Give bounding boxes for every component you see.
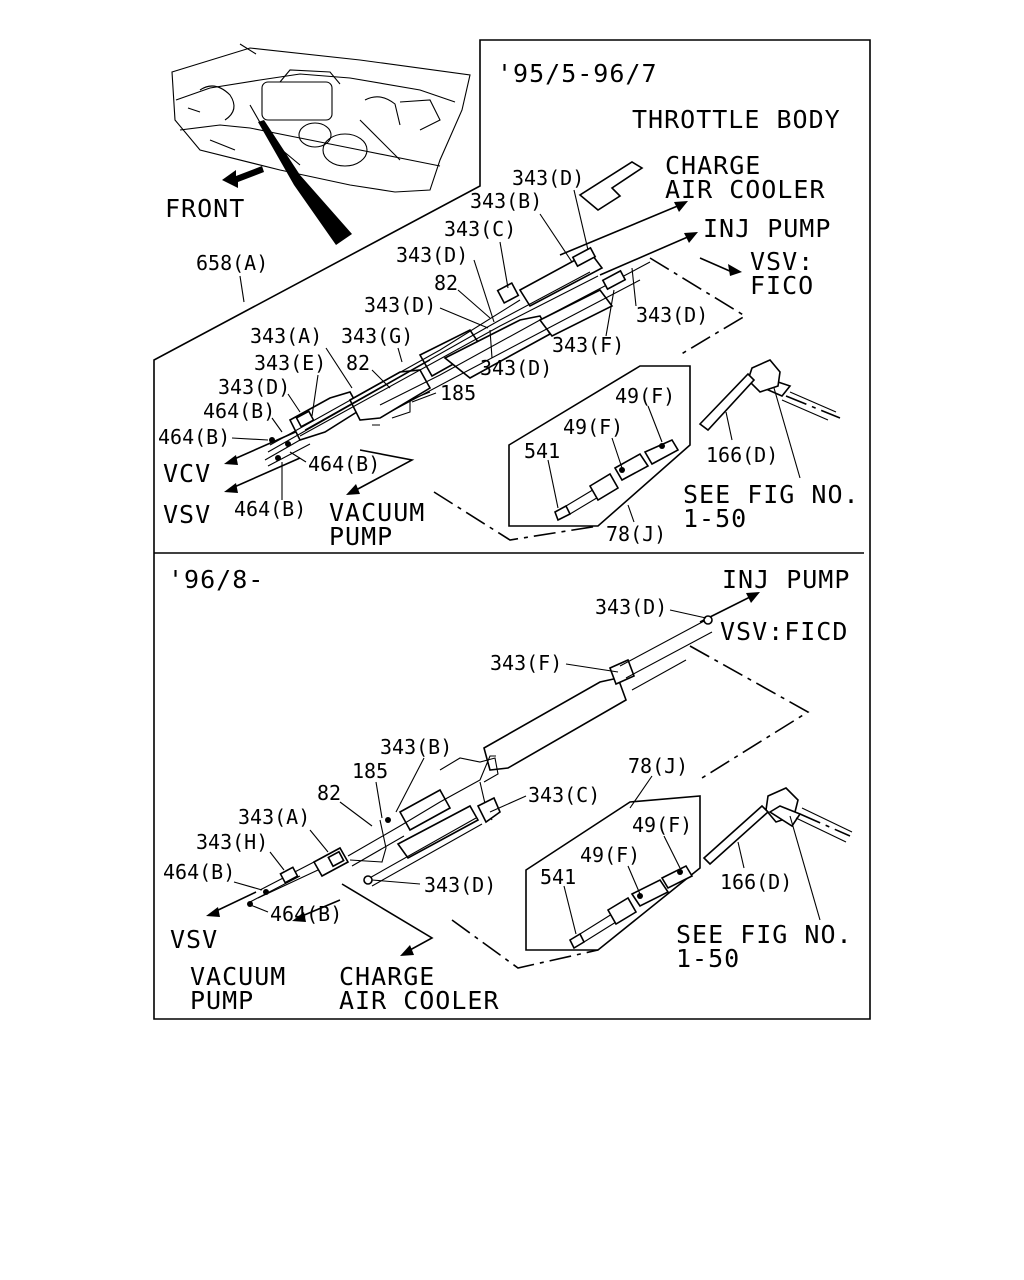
callout-343d: 343(D) [512, 166, 584, 190]
top-panel: '95/5-96/7 THROTTLE BODY CHARGE AIR COOL… [158, 59, 860, 551]
callout-49f-1: 49(F) [615, 384, 675, 408]
callout-541: 541 [524, 439, 560, 463]
callout-78j-bottom: 78(J) [628, 754, 688, 778]
callout-343f-bottom: 343(F) [490, 651, 562, 675]
dest-charge-air-cooler-bottom-line1: CHARGE [339, 962, 435, 991]
callout-82-bottom: 82 [317, 781, 341, 805]
callout-343a: 343(A) [250, 324, 322, 348]
dest-vsv-ficd: VSV:FICD [720, 617, 848, 646]
bottom-period-label: '96/8- [168, 565, 264, 594]
callout-343d-5: 343(D) [218, 375, 290, 399]
ref-658a: 658(A) [196, 251, 268, 275]
callout-464b-4: 464(B) [234, 497, 306, 521]
dest-vacuum-pump-line1: VACUUM [329, 498, 425, 527]
callout-166d: 166(D) [706, 443, 778, 467]
dest-vsv-fico-line2: FICO [750, 271, 814, 300]
callout-49f-bottom-2: 49(F) [580, 843, 640, 867]
bottom-panel: '96/8- INJ PUMP VSV:FICD VSV VACUUM PUMP… [163, 565, 853, 1015]
callout-343e: 343(E) [254, 351, 326, 375]
dest-vacuum-pump-bottom-line1: VACUUM [190, 962, 286, 991]
dest-inj-pump-bottom: INJ PUMP [722, 565, 850, 594]
callout-78j: 78(J) [606, 522, 666, 546]
dest-vcv: VCV [163, 459, 211, 488]
callout-343d-right: 343(D) [636, 303, 708, 327]
dest-vacuum-pump-bottom-line2: PUMP [190, 986, 254, 1015]
callout-185-bottom: 185 [352, 759, 388, 783]
engine-bay-inset: FRONT [165, 43, 471, 245]
callout-82-a: 82 [434, 271, 458, 295]
callout-464b-bottom-2: 464(B) [270, 902, 342, 926]
callout-49f-2: 49(F) [563, 415, 623, 439]
dest-throttle-body: THROTTLE BODY [632, 105, 841, 134]
callout-343f: 343(F) [552, 333, 624, 357]
dest-vsv: VSV [163, 500, 211, 529]
callout-343d-bottom: 343(D) [424, 873, 496, 897]
callout-343b: 343(B) [470, 189, 542, 213]
dest-charge-air-cooler-line1: CHARGE [665, 151, 761, 180]
dest-charge-air-cooler-line2: AIR COOLER [665, 175, 826, 204]
callout-185: 185 [440, 381, 476, 405]
panel-frames [153, 39, 871, 1020]
front-label: FRONT [165, 194, 245, 223]
callout-541-bottom: 541 [540, 865, 576, 889]
callout-343b-bottom: 343(B) [380, 735, 452, 759]
see-fig-bottom-line2: 1-50 [676, 944, 740, 973]
see-fig-bottom-line1: SEE FIG NO. [676, 920, 853, 949]
callout-464b-1: 464(B) [203, 399, 275, 423]
see-fig-line1: SEE FIG NO. [683, 480, 860, 509]
callout-82-b: 82 [346, 351, 370, 375]
callout-464b-3: 464(B) [308, 452, 380, 476]
top-period-label: '95/5-96/7 [497, 59, 658, 88]
callout-464b-bottom-1: 464(B) [163, 860, 235, 884]
dest-vsv-fico-line1: VSV: [750, 247, 814, 276]
dest-inj-pump: INJ PUMP [703, 214, 831, 243]
callout-343h-bottom: 343(H) [196, 830, 268, 854]
callout-343c-bottom: 343(C) [528, 783, 600, 807]
callout-343a-bottom: 343(A) [238, 805, 310, 829]
callout-49f-bottom-1: 49(F) [632, 813, 692, 837]
see-fig-line2: 1-50 [683, 504, 747, 533]
callout-343d-3: 343(D) [364, 293, 436, 317]
dest-vacuum-pump-line2: PUMP [329, 522, 393, 551]
callout-464b-2: 464(B) [158, 425, 230, 449]
dest-vsv-bottom: VSV [170, 925, 218, 954]
dest-charge-air-cooler-bottom-line2: AIR COOLER [339, 986, 500, 1015]
callout-343d-4: 343(D) [480, 356, 552, 380]
callout-343d-2: 343(D) [396, 243, 468, 267]
callout-343c: 343(C) [444, 217, 516, 241]
callout-343d-bottom-top: 343(D) [595, 595, 667, 619]
callout-343g: 343(G) [341, 324, 413, 348]
callout-166d-bottom: 166(D) [720, 870, 792, 894]
